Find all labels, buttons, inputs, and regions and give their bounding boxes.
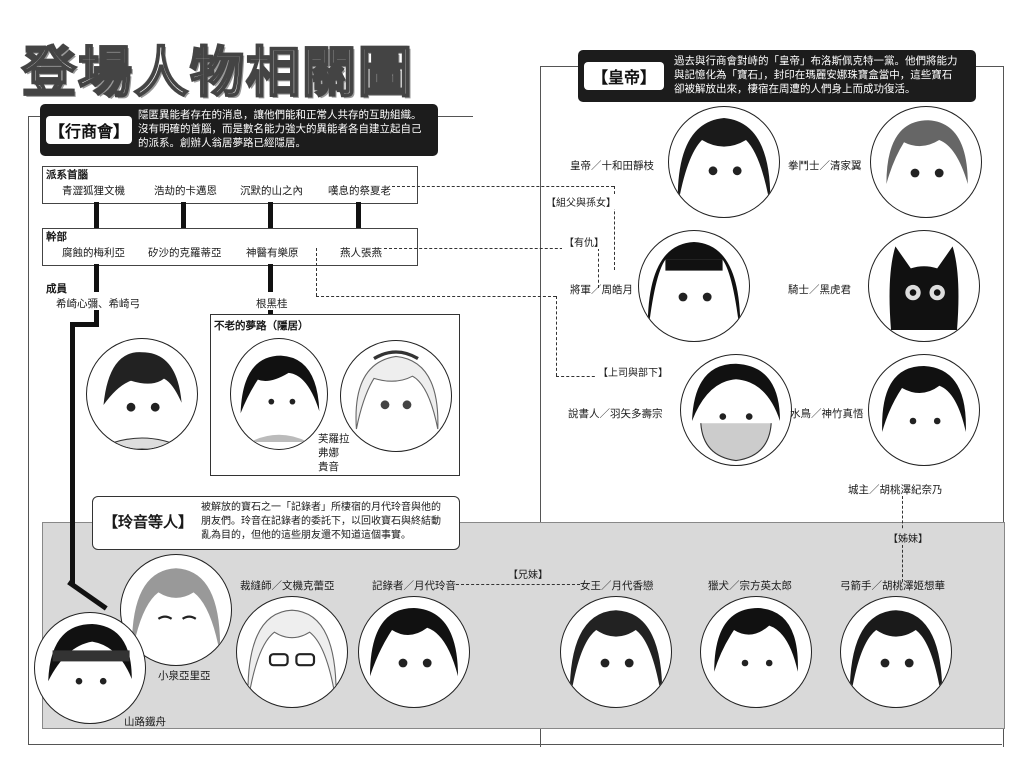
member-name: 希崎心彌、希崎弓	[56, 298, 140, 310]
portrait-claire	[236, 596, 348, 708]
relation-grandparent: 【組父與孫女】	[544, 194, 618, 209]
leaders-row	[42, 166, 418, 204]
merchant-desc: 隱匿異能者存在的消息，讓他們能和正常人共存的互助組織。 沒有明確的首腦，而是數名…	[138, 109, 422, 149]
link-bar	[94, 310, 99, 322]
link-bar	[268, 202, 273, 228]
executives-row	[42, 228, 418, 266]
reon-member: 裁縫師／文機克蕾亞	[240, 580, 335, 592]
emperor-header: 【皇帝】 過去與行商會對峙的「皇帝」布洛斯佩克特一黨。他們將能力 與記憶化為「寶…	[578, 50, 976, 102]
link-bar	[70, 322, 99, 327]
emperor-member: 說書人／羽矢多壽宗	[568, 408, 663, 420]
relation-grudge: 【有仇】	[562, 234, 606, 249]
link-bar	[356, 202, 361, 228]
ageless-name: 芙羅拉 弗娜 貴音	[318, 433, 350, 473]
portrait-munakata	[700, 596, 812, 708]
member-name: 根黑桂	[256, 298, 288, 310]
reon-member: 弓箭手／胡桃澤姬想華	[840, 580, 945, 592]
emperor-member: 拳鬥士／清家翼	[788, 160, 862, 172]
emperor-member: 皇帝／十和田靜枝	[570, 160, 654, 172]
executive-name: 神醫有樂原	[246, 247, 299, 259]
emperor-desc: 過去與行商會對峙的「皇帝」布洛斯佩克特一黨。他們將能力 與記憶化為「寶石」，封印…	[674, 55, 958, 95]
merchant-header: 【行商會】 隱匿異能者存在的消息，讓他們能和正常人共存的互助組織。 沒有明確的首…	[40, 104, 438, 156]
reon-header: 【玲音等人】 被解放的寶石之一「記錄者」所棲宿的月代玲音與他的 朋友們。玲音在記…	[92, 496, 460, 550]
portrait-koizumi	[120, 554, 232, 666]
page-title: 登場人物相關圖	[21, 40, 414, 105]
link-bar	[70, 322, 75, 584]
executives-title: 幹部	[46, 231, 67, 243]
executive-name: 燕人張燕	[340, 247, 382, 259]
relation-line	[598, 248, 599, 288]
reon-label: 【玲音等人】	[103, 513, 194, 531]
leader-name: 沉默的山之內	[240, 185, 303, 197]
portrait-flora	[340, 340, 452, 452]
link-bar	[94, 264, 99, 292]
portrait-jinchiku	[868, 354, 980, 466]
link-bar	[94, 202, 99, 228]
relation-line	[392, 186, 614, 187]
reon-desc: 被解放的寶石之一「記錄者」所棲宿的月代玲音與他的 朋友們。玲音在記錄者的委託下，…	[201, 502, 441, 541]
bottom-rule	[28, 744, 1002, 745]
portrait-emperor	[668, 106, 780, 218]
emperor-member: 城主／胡桃澤紀奈乃	[848, 484, 943, 496]
leader-name: 浩劫的卡邁恩	[154, 185, 217, 197]
relation-sisters: 【姊妹】	[886, 530, 930, 545]
relation-line	[614, 186, 615, 270]
leader-name: 嘆息的祭夏老	[328, 185, 391, 197]
reon-member: 小泉亞里亞	[158, 670, 211, 682]
portrait-kokoo	[868, 230, 980, 342]
ageless-title: 不老的夢路（隱居）	[214, 320, 309, 332]
leaders-title: 派系首腦	[46, 169, 88, 181]
portrait-zhou	[638, 230, 750, 342]
relation-line	[384, 248, 598, 249]
relation-line	[316, 248, 317, 296]
portrait-kisoka	[840, 596, 952, 708]
executive-name: 矽沙的克羅蒂亞	[148, 247, 222, 259]
reon-member: 獵犬／宗方英太郎	[708, 580, 792, 592]
portrait-karen	[560, 596, 672, 708]
merchant-label: 【行商會】	[46, 116, 132, 144]
leader-name: 青澀狐狸文機	[62, 185, 125, 197]
executive-name: 腐蝕的梅利亞	[62, 247, 125, 259]
emperor-label: 【皇帝】	[584, 62, 664, 90]
relation-line	[316, 296, 556, 297]
portrait-hayata	[680, 354, 792, 466]
reon-member: 記錄者／月代玲音	[372, 580, 456, 592]
portrait-yamaji	[34, 612, 146, 724]
relation-boss: 【上司與部下】	[596, 364, 670, 379]
reon-member: 女王／月代香戀	[580, 580, 654, 592]
relation-siblings: 【兄妹】	[506, 566, 550, 581]
link-bar	[268, 264, 273, 292]
relation-line	[556, 296, 557, 376]
portrait-neguro	[230, 338, 328, 450]
reon-member: 山路鐵舟	[124, 716, 166, 728]
members-title: 成員	[46, 283, 67, 295]
link-bar	[181, 202, 186, 228]
portrait-seike	[870, 106, 982, 218]
relation-line	[456, 584, 580, 585]
portrait-reon	[358, 596, 470, 708]
portrait-kishiki	[86, 338, 198, 450]
emperor-member: 水鳥／神竹真悟	[790, 408, 864, 420]
emperor-member: 騎士／黑虎君	[788, 284, 851, 296]
emperor-member: 將軍／周皓月	[570, 284, 633, 296]
